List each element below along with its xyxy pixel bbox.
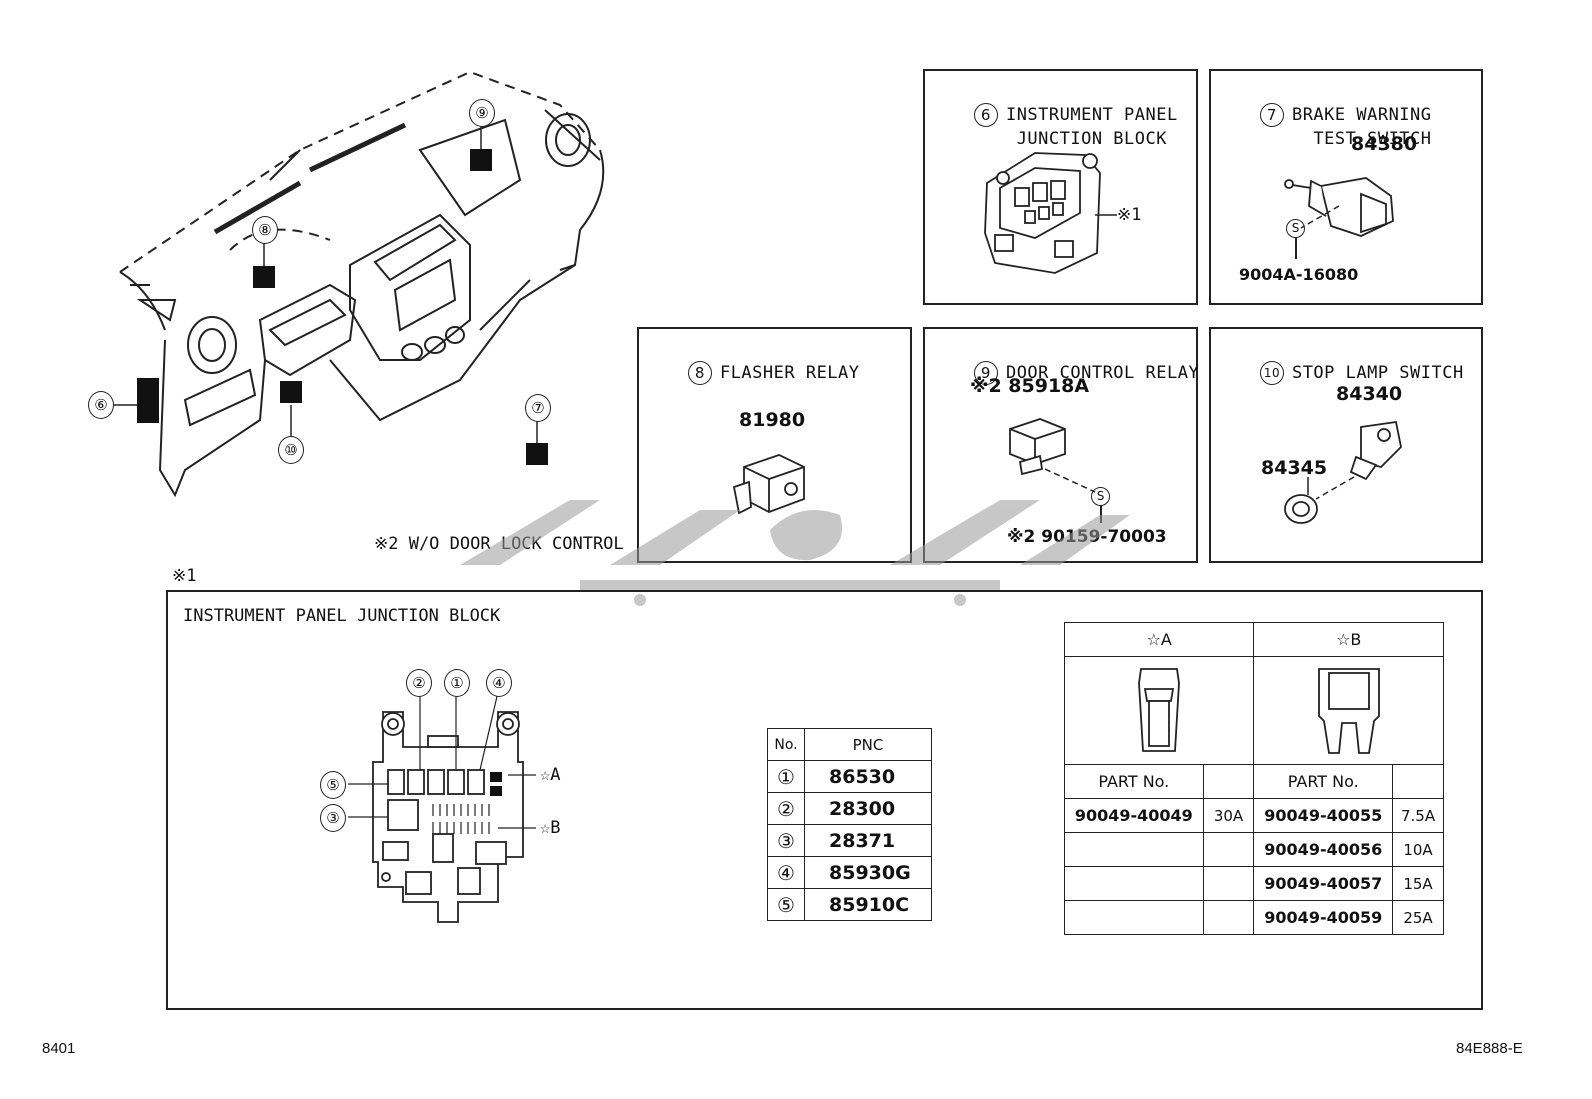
section-1-title: INSTRUMENT PANEL JUNCTION BLOCK [183, 606, 501, 626]
panel-6-title: 6 INSTRUMENT PANEL JUNCTION BLOCK [931, 79, 1178, 175]
fuse-a-amp [1202, 832, 1255, 867]
block-callout-1: ① [444, 669, 470, 697]
block-callout-5: ⑤ [320, 771, 346, 799]
pnc-row-value: 85910C [804, 888, 932, 921]
location-marker-9 [470, 149, 492, 171]
fuse-a-part: 90049-40049 [1064, 798, 1204, 833]
fuse-b-amp: 7.5A [1392, 798, 1444, 833]
fuse-col-a-header: ☆A [1063, 622, 1255, 657]
panel-8-title-text: FLASHER RELAY [719, 363, 860, 383]
callout-6: ⑥ [88, 391, 114, 419]
panel-8-title: 8 FLASHER RELAY [645, 337, 860, 409]
location-marker-10 [280, 381, 302, 403]
block-callout-4: ④ [486, 669, 512, 697]
fuse-table: ☆A ☆B PART No. PART No. [1063, 622, 1444, 935]
section-1-marker: ※1 [172, 566, 197, 586]
screw-symbol: S [1286, 219, 1305, 238]
callout-8: ⑧ [252, 216, 278, 244]
panel-10-title: 10 STOP LAMP SWITCH [1217, 337, 1464, 409]
footer-illustration-code: 84E888-E [1456, 1040, 1523, 1057]
panel-9-title: 9 DOOR CONTROL RELAY [931, 337, 1199, 409]
panel-7-number: 7 [1259, 103, 1284, 127]
pnc-row-value: 86530 [804, 760, 932, 793]
part-81980: 81980 [739, 409, 806, 431]
pnc-header-pnc: PNC [804, 728, 932, 761]
fuse-b-image-cell [1253, 656, 1444, 765]
watermark-logo [460, 500, 1130, 606]
panel-10-number: 10 [1259, 361, 1284, 385]
fuse-b-amp: 15A [1392, 866, 1444, 901]
part-85918A: ※2 85918A [970, 375, 1090, 397]
fuse-b-part: 90049-40055 [1253, 798, 1394, 833]
flasher-relay-icon [732, 454, 805, 515]
dashboard-illustration [112, 70, 605, 498]
panel-brake-warning-test-switch: 7 BRAKE WARNING TEST SWITCH 84380 S 9004A… [1209, 69, 1483, 305]
junction-block-top-view [348, 691, 536, 923]
fuse-b-part: 90049-40056 [1253, 832, 1394, 867]
location-marker-7 [526, 443, 548, 465]
part-84340: 84340 [1336, 383, 1403, 405]
part-84380: 84380 [1351, 133, 1418, 155]
fuse-a-amp [1202, 900, 1255, 935]
fuse-b-part: 90049-40057 [1253, 866, 1394, 901]
pnc-row-no: ⑤ [767, 888, 805, 921]
panel-9-title-text: DOOR CONTROL RELAY [1005, 363, 1200, 383]
part-9004A-16080: 9004A-16080 [1239, 265, 1359, 284]
fuse-a-part [1064, 832, 1204, 867]
panel-9-number: 9 [973, 361, 998, 385]
panel-flasher-relay: 8 FLASHER RELAY 81980 [637, 327, 912, 563]
fuse-b-amp: 10A [1392, 832, 1444, 867]
panel-8-number: 8 [687, 361, 712, 385]
fuse-a-part-label: PART No. [1064, 764, 1204, 799]
panel-7-title-text: BRAKE WARNING TEST SWITCH [1291, 105, 1432, 149]
callout-7: ⑦ [525, 394, 551, 422]
fuse-type-b-icon [1317, 668, 1380, 754]
fuse-a-amp [1202, 866, 1255, 901]
panel-7-title: 7 BRAKE WARNING TEST SWITCH [1217, 79, 1432, 175]
block-callout-2: ② [406, 669, 432, 697]
location-marker-6 [137, 378, 159, 423]
brake-switch-icon [1284, 177, 1394, 237]
fuse-type-a-icon [1138, 668, 1181, 752]
stop-lamp-switch-icon [1284, 420, 1402, 524]
star-b-label: ☆B [540, 818, 561, 838]
panel-6-number: 6 [973, 103, 998, 127]
location-marker-8 [253, 266, 275, 288]
pnc-row-no: ② [767, 792, 805, 825]
panel-6-title-text: INSTRUMENT PANEL JUNCTION BLOCK [1005, 105, 1178, 149]
pnc-row-no: ③ [767, 824, 805, 857]
footer-page-code: 8401 [42, 1040, 76, 1057]
fuse-a-part [1064, 866, 1204, 901]
pnc-row-value: 28300 [804, 792, 932, 825]
block-callout-3: ③ [320, 804, 346, 832]
callout-9: ⑨ [469, 99, 495, 127]
junction-block-icon [984, 152, 1117, 274]
panel-instrument-panel-junction-block: 6 INSTRUMENT PANEL JUNCTION BLOCK ※1 [923, 69, 1198, 305]
panel-stop-lamp-switch: 10 STOP LAMP SWITCH 84340 84345 [1209, 327, 1483, 563]
section-junction-block-detail: INSTRUMENT PANEL JUNCTION BLOCK [166, 590, 1483, 1010]
panel-10-title-text: STOP LAMP SWITCH [1291, 363, 1464, 383]
fuse-a-image-cell [1063, 656, 1255, 765]
pnc-row-no: ④ [767, 856, 805, 889]
callout-10: ⑩ [278, 436, 304, 464]
fuse-a-part [1064, 900, 1204, 935]
fuse-b-part-label: PART No. [1253, 764, 1394, 799]
panel-6-ref: ※1 [1117, 205, 1142, 225]
fuse-b-amp: 25A [1392, 900, 1444, 935]
star-a-label: ☆A [540, 765, 561, 785]
pnc-row-no: ① [767, 760, 805, 793]
door-relay-icon [1009, 418, 1096, 493]
fuse-col-b-header: ☆B [1253, 622, 1444, 657]
pnc-header-no: No. [767, 728, 805, 761]
pnc-row-value: 28371 [804, 824, 932, 857]
fuse-a-amp: 30A [1202, 798, 1255, 833]
pnc-row-value: 85930G [804, 856, 932, 889]
fuse-b-part: 90049-40059 [1253, 900, 1394, 935]
part-84345: 84345 [1261, 457, 1328, 479]
